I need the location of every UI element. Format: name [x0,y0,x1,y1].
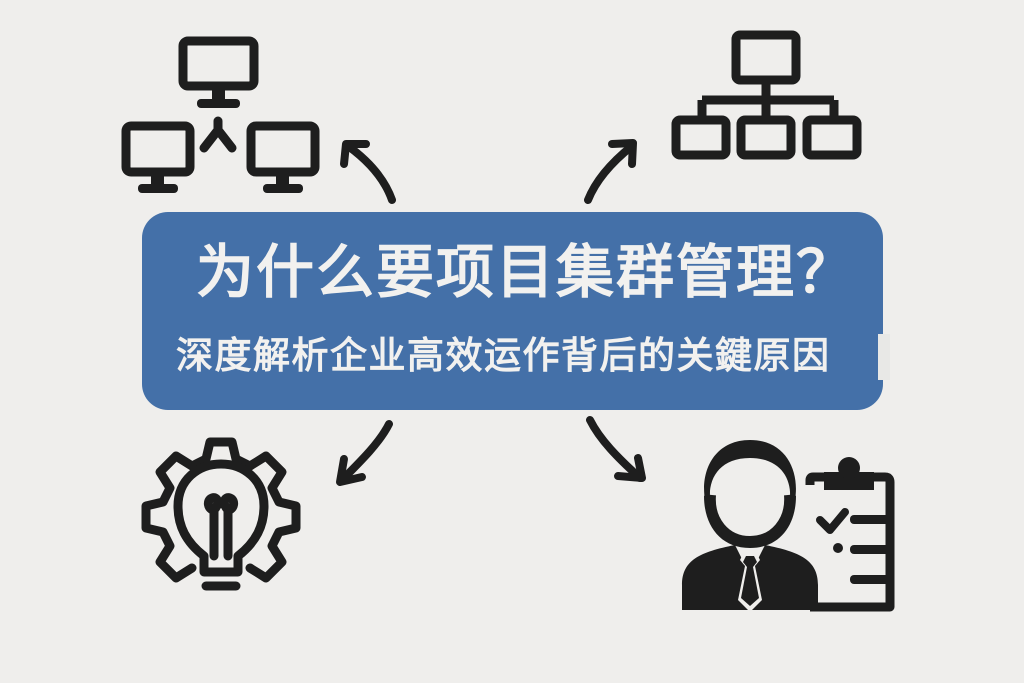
banner-title: 为什么要项目集群管理？ [196,238,857,306]
banner-overflow-strip [878,334,890,380]
title-banner [142,212,883,410]
banner-subtitle: 深度解析企业高效运作背后的关鍵原因 [176,334,831,377]
